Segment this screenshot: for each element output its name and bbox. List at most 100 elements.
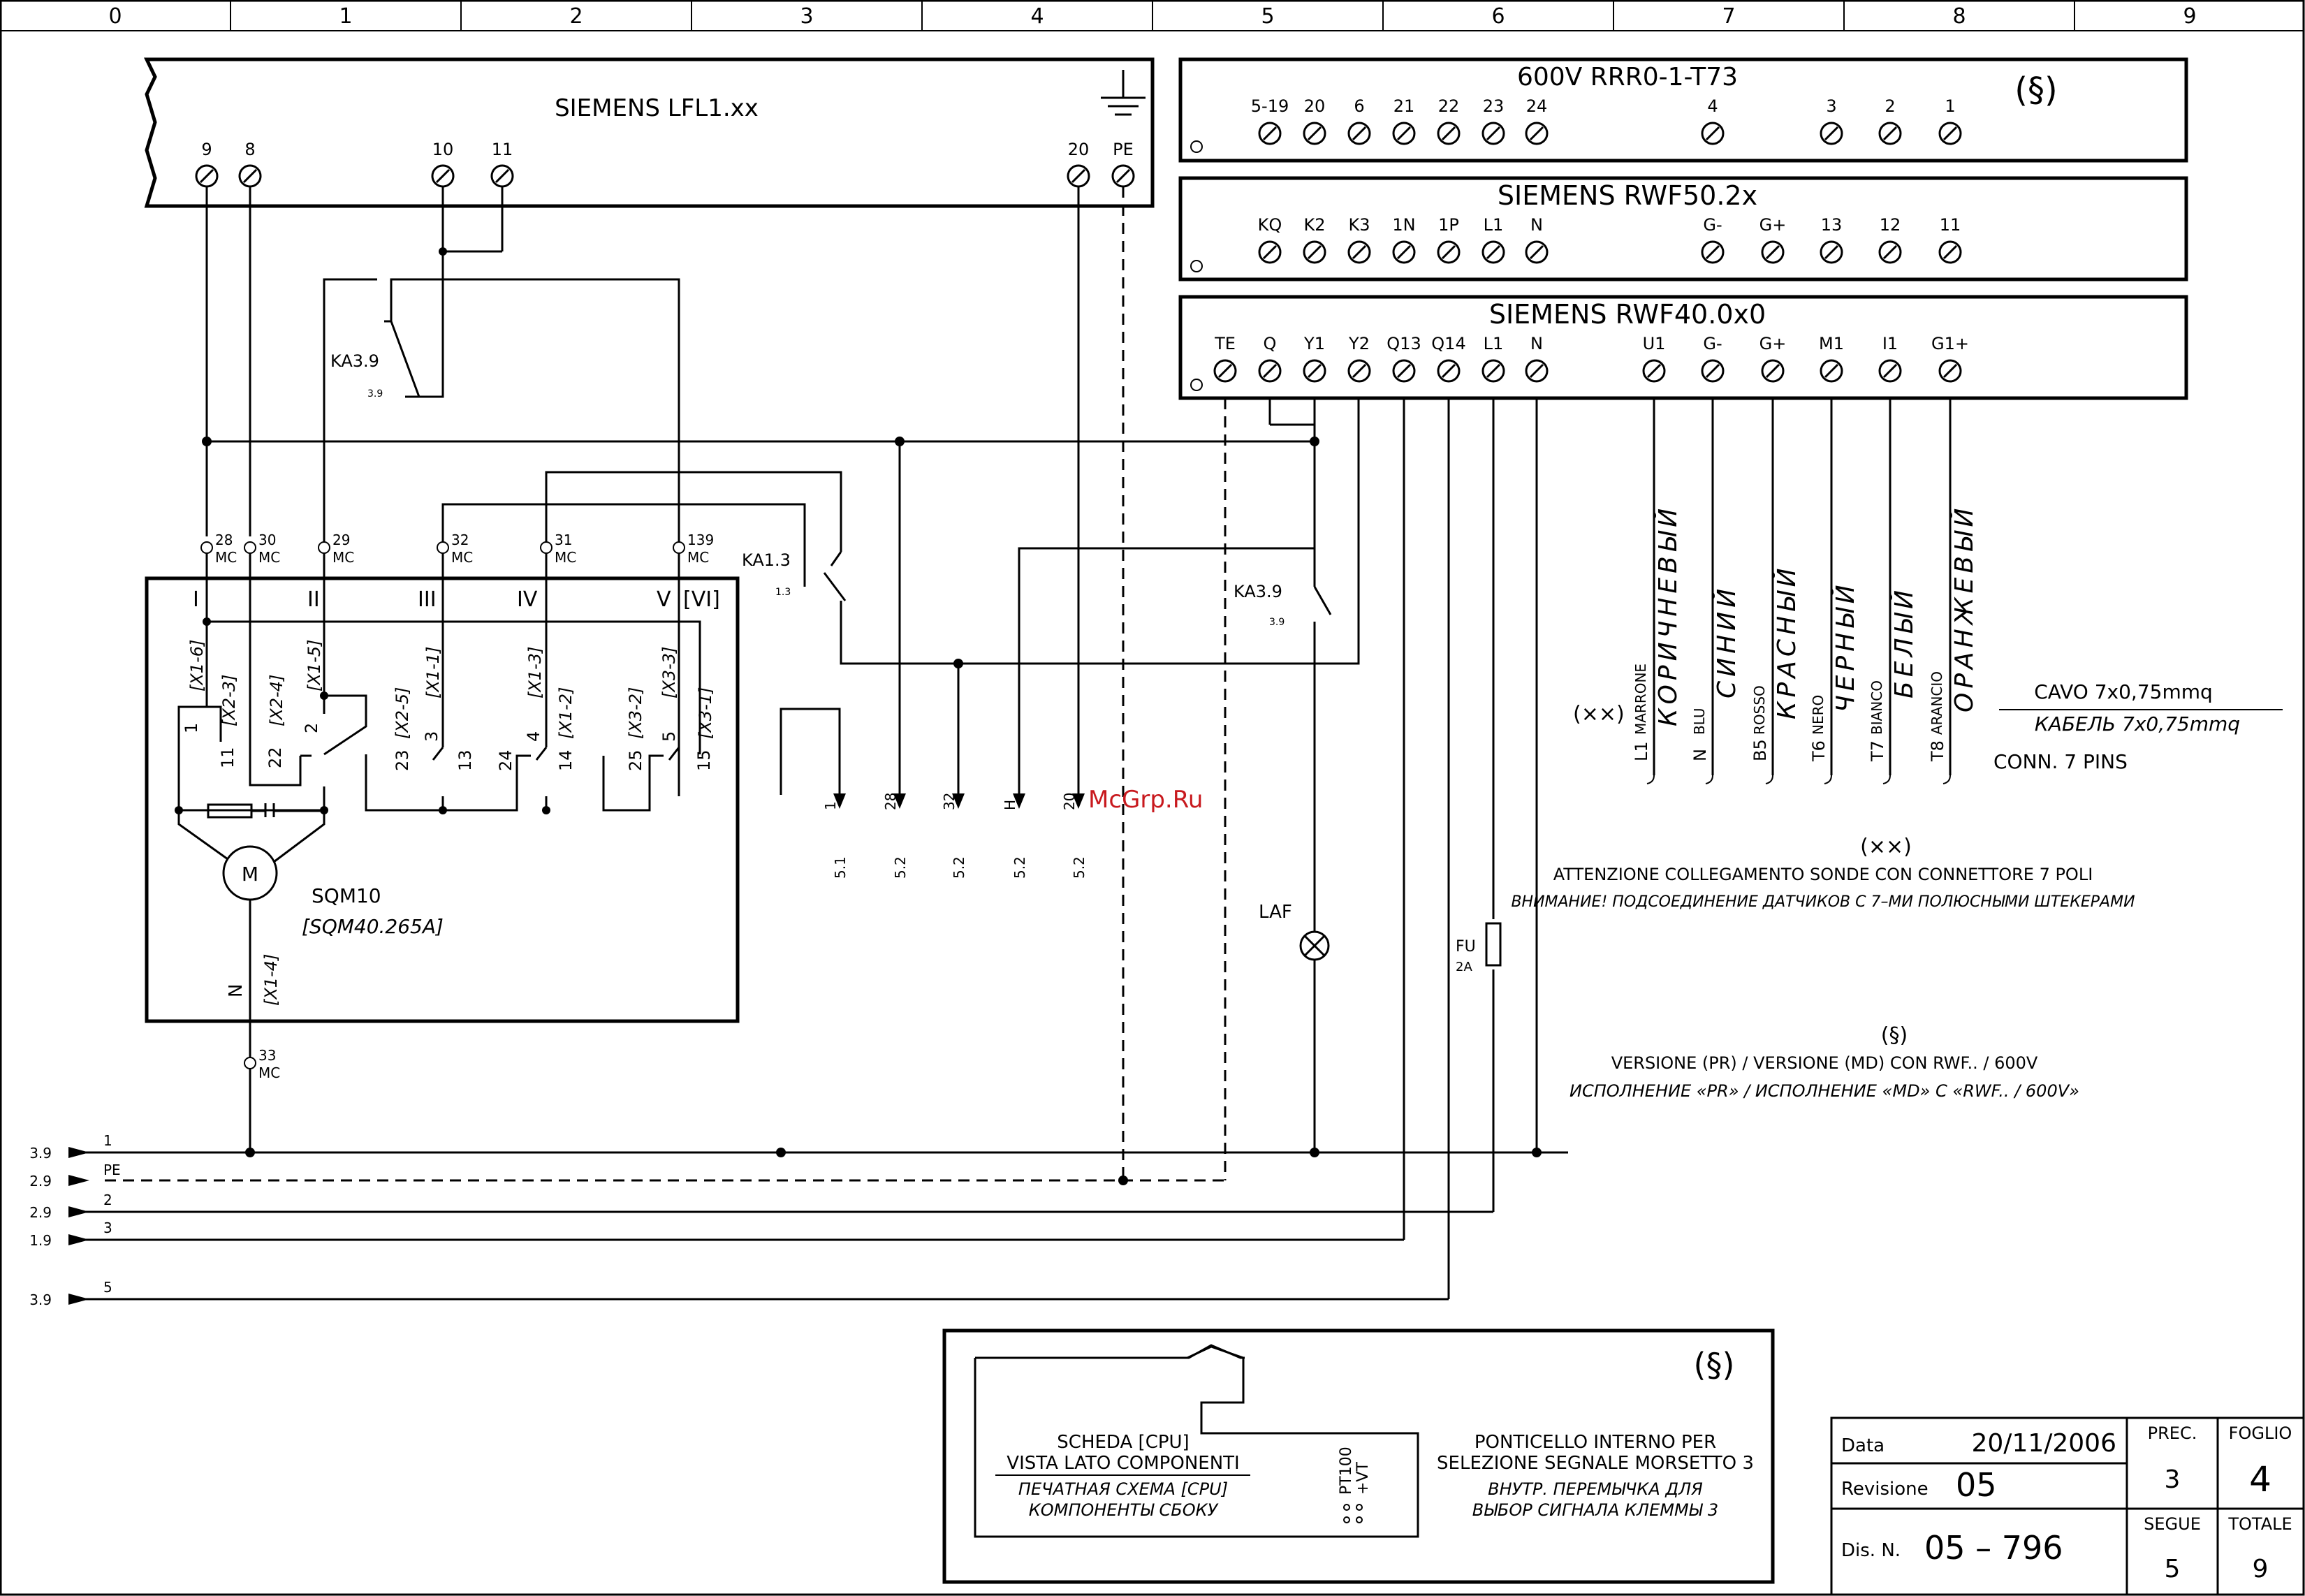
terminal-label: N: [1530, 215, 1543, 235]
pt100-label: PT100: [1338, 1447, 1355, 1495]
bus-name: 2: [103, 1192, 112, 1208]
terminal-label: 12: [1880, 215, 1901, 235]
rrr-title: 600V RRR0-1-T73: [1517, 63, 1738, 91]
wire-color-it: BLU: [1691, 708, 1708, 735]
board-subtitle-ru: КОМПОНЕНТЫ СБОКУ: [1029, 1500, 1219, 1520]
terminal-label: 6: [1354, 96, 1364, 116]
terminal-label: I1: [1882, 334, 1898, 353]
contact-label: 22: [265, 747, 285, 768]
vt-label: +VT: [1354, 1462, 1372, 1495]
foglio-value: 4: [2249, 1459, 2271, 1500]
grid-label: 4: [1030, 4, 1044, 29]
arrow-wire: 1: [822, 801, 839, 810]
section-symbol: (§): [2014, 71, 2057, 110]
terminal-label: Y1: [1303, 334, 1325, 353]
totale-value: 9: [2253, 1555, 2269, 1583]
board-title-ru: ПЕЧАТНАЯ СХЕМА [CPU]: [1018, 1479, 1228, 1499]
relay-ka13-ref: 1.3: [775, 587, 791, 598]
sqm-actuator: M SQM10 [SQM40.265A] I II III IV V [VI] …: [145, 553, 740, 1023]
mc-tag: MC: [215, 549, 237, 566]
terminal-label: 21: [1393, 96, 1415, 116]
terminal-label: G+: [1759, 215, 1787, 235]
rwf50-title: SIEMENS RWF50.2x: [1498, 180, 1757, 211]
pe-wiring: [105, 186, 1227, 1182]
connector-label: [X1-3]: [525, 647, 545, 698]
rwf40-module: SIEMENS RWF40.0x0 TE Q Y1 Y2 Q13 Q14 L1 …: [1178, 295, 2188, 400]
terminal-label: L1: [1484, 334, 1504, 353]
wire-color-it: ROSSO: [1751, 685, 1768, 735]
grid-label: 0: [108, 4, 122, 29]
wire-color-ru: СИНИЙ: [1712, 585, 1741, 698]
inset-symbol: (§): [1694, 1346, 1735, 1384]
bridge-subtitle: SELEZIONE SEGNALE MORSETTO 3: [1437, 1453, 1754, 1474]
wire-color-ru: ЧЕРНЫЙ: [1831, 580, 1860, 712]
wire-code: T7: [1868, 740, 1887, 762]
drawing-label: Dis. N.: [1841, 1540, 1901, 1561]
rwf50-module: SIEMENS RWF50.2x KQ K2 K3 1N 1P L1 N G- …: [1178, 176, 2188, 281]
terminal-label: Q13: [1386, 334, 1421, 353]
mc-tag: MC: [258, 1064, 280, 1081]
cable-spec-ru: КАБЕЛЬ 7x0,75mmq: [2035, 712, 2240, 735]
wire-color-it: ARANCIO: [1929, 671, 1945, 735]
bridge-title-ru: ВНУТР. ПЕРЕМЫЧКА ДЛЯ: [1488, 1479, 1703, 1499]
terminal-label: PE: [1113, 140, 1134, 159]
bus-ref: 2.9: [29, 1204, 52, 1221]
sqm-model-alt: [SQM40.265A]: [302, 915, 444, 938]
terminal-label: G-: [1703, 334, 1722, 353]
ground-icon: [1101, 70, 1146, 116]
cam-label: III: [418, 587, 437, 612]
relay-ka39-ref: 3.9: [367, 388, 383, 400]
connector-label: [X1-1]: [423, 647, 443, 698]
wire-code: T8: [1928, 740, 1947, 762]
bus-lines: [84, 1151, 1568, 1301]
prec-value: 3: [2165, 1465, 2181, 1494]
terminal-label: G1+: [1931, 334, 1969, 353]
connector-label: [X3-3]: [659, 647, 679, 698]
connector-label: [X3-2]: [626, 687, 645, 739]
grid-label: 7: [1722, 4, 1735, 29]
cam-label: I: [193, 587, 199, 612]
grid-label: 2: [569, 4, 583, 29]
mc-tag: MC: [258, 549, 280, 566]
totale-label: TOTALE: [2227, 1514, 2292, 1534]
grid-label: 9: [2183, 4, 2196, 29]
watermark: McGrp.Ru: [1088, 786, 1203, 814]
terminal-label: 9: [201, 140, 212, 159]
notes: (××) ATTENZIONE COLLEGAMENTO SONDE CON C…: [1511, 835, 2135, 1101]
relay-ka13-label: KA1.3: [742, 550, 791, 570]
mc-number: 32: [451, 532, 469, 548]
terminal-label: 5-19: [1251, 96, 1289, 116]
cable-marker: (××): [1573, 702, 1625, 726]
mc-number: 29: [332, 532, 350, 548]
grid-label: 5: [1261, 4, 1274, 29]
arrow-wire: H: [1002, 800, 1018, 810]
wiring: [205, 186, 1952, 1299]
connector-label: [X2-3]: [219, 675, 239, 726]
wire-color-ru: КОРИЧНЕВЫЙ: [1653, 504, 1683, 726]
arrow-wire: 32: [941, 793, 958, 810]
terminal-label: N: [1530, 334, 1543, 353]
cam-label: [VI]: [683, 587, 720, 612]
terminal-label: TE: [1214, 334, 1236, 353]
mc-tag: MC: [332, 549, 354, 566]
note-xx-marker: (××): [1860, 835, 1912, 859]
bridge-title: PONTICELLO INTERNO PER: [1475, 1432, 1716, 1453]
terminal-label: 11: [1940, 215, 1961, 235]
lamp-label: LAF: [1259, 902, 1292, 923]
data-label: Data: [1841, 1435, 1885, 1456]
contact-label: 24: [496, 749, 515, 771]
wire-color-ru: ОРАНЖЕВЫЙ: [1949, 504, 1979, 712]
wire-code: N: [1690, 749, 1710, 761]
terminal-label: G+: [1759, 334, 1787, 353]
note-s-it: VERSIONE (PR) / VERSIONE (MD) CON RWF.. …: [1611, 1053, 2038, 1073]
cable-connector: CONN. 7 PINS: [1993, 750, 2128, 773]
cam-label: II: [307, 587, 320, 612]
junction-dots: [202, 247, 1542, 1185]
foglio-label: FOGLIO: [2229, 1423, 2292, 1443]
terminal-label: Y2: [1348, 334, 1370, 353]
terminal-label: 20: [1068, 140, 1090, 159]
terminal-label: 24: [1526, 96, 1548, 116]
note-s-marker: (§): [1881, 1023, 1908, 1048]
connector-label: [X2-4]: [267, 675, 286, 726]
